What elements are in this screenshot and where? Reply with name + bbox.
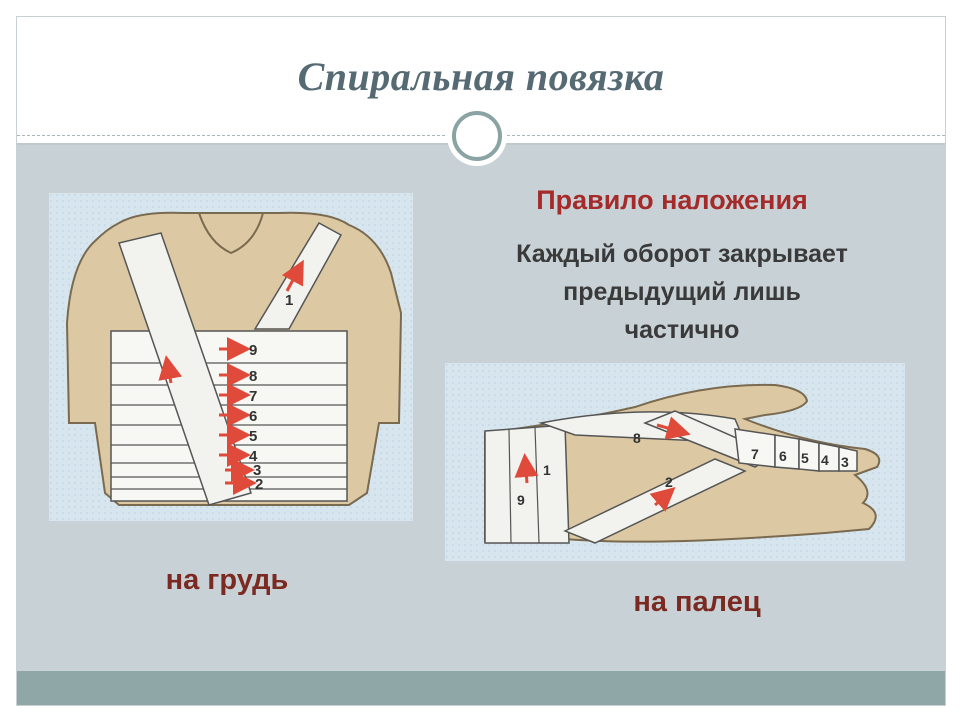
- hand-turn-number: 8: [633, 430, 641, 446]
- hand-direction-arrows: [514, 416, 691, 512]
- direction-arrows: [158, 259, 304, 495]
- hand-turn-number: 5: [801, 450, 809, 466]
- finger-caption: на палец: [633, 586, 761, 618]
- finger-bandage: [734, 428, 858, 472]
- chest-turn-number: 7: [249, 388, 257, 405]
- chest-turn-numbers: 1 9 8 7 6 5 4 3 2: [249, 292, 293, 493]
- wrist-bandage: [484, 424, 570, 544]
- chest-caption: на грудь: [165, 564, 289, 596]
- chest-turn-number: 5: [249, 428, 257, 445]
- rule-text-line: частично: [624, 316, 740, 344]
- chest-bandage-illustration: 1 9 8 7 6 5 4 3 2: [49, 193, 413, 521]
- circle-ornament-icon: [452, 111, 502, 161]
- chest-turn-number: 4: [249, 448, 258, 465]
- hand-turn-number: 7: [751, 446, 759, 462]
- finger-bandage-illustration: 8 1 9 2 7 6 5 4 3: [445, 363, 905, 561]
- slide-title: Спиральная повязка: [297, 54, 665, 99]
- hand-turn-number: 4: [821, 452, 829, 468]
- chest-turn-number: 6: [249, 408, 257, 425]
- chest-turn-number: 2: [255, 476, 263, 493]
- hand-turn-number: 1: [543, 462, 551, 478]
- hand-turn-number: 2: [665, 474, 673, 490]
- slide: Спиральная повязка: [16, 16, 946, 706]
- rule-text-line: Каждый оборот закрывает: [516, 240, 848, 268]
- chest-turn-number: 1: [285, 292, 293, 309]
- hand-turn-numbers: 8 1 9 2 7 6 5 4 3: [517, 430, 849, 508]
- hand-turn-number: 9: [517, 492, 525, 508]
- rule-text-line: предыдущий лишь: [563, 278, 801, 306]
- chest-turn-number: 9: [249, 342, 257, 359]
- hand-turn-number: 6: [779, 448, 787, 464]
- chest-turn-number: 3: [253, 462, 261, 479]
- rule-heading: Правило наложения: [536, 185, 808, 215]
- footer-band: [17, 671, 945, 705]
- neck-line: [198, 212, 264, 255]
- hand-turn-number: 3: [841, 454, 849, 470]
- rule-text: Каждый оборот закрывает предыдущий лишь …: [447, 235, 917, 349]
- chest-turn-number: 8: [249, 368, 257, 385]
